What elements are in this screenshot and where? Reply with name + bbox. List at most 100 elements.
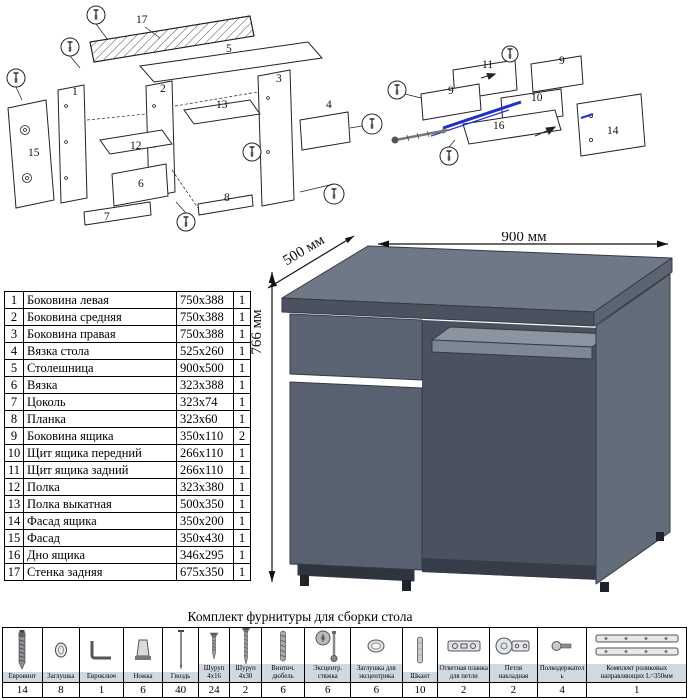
- shelf-pin-icon: [538, 628, 587, 664]
- parts-cell-num: 7: [4, 393, 24, 411]
- parts-cell-num: 9: [4, 427, 24, 445]
- hardware-item: Ответная планка для петли: [437, 627, 491, 683]
- desk-interior-floor: [422, 558, 600, 580]
- parts-cell-qty: 1: [233, 376, 251, 394]
- hex-key-icon: [80, 628, 123, 672]
- hardware-item: Винтич. дюбель: [260, 627, 306, 683]
- hardware-item-name: Гвоздь: [163, 672, 198, 682]
- hardware-item-qty: 10: [401, 682, 439, 698]
- hinge-plate-icon: [438, 628, 489, 664]
- part-number-label: 1: [72, 86, 78, 98]
- hardware-item: Евровинт: [2, 627, 43, 683]
- parts-cell-size: 750x388: [176, 325, 234, 343]
- parts-cell-qty: 1: [233, 359, 251, 377]
- desk-right-side-panel: [595, 273, 671, 585]
- parts-cell-size: 750x388: [176, 291, 234, 309]
- parts-cell-num: 16: [4, 546, 24, 564]
- parts-cell-qty: 1: [233, 563, 251, 581]
- parts-cell-size: 266x110: [176, 461, 234, 479]
- hardware-item-qty: 6: [350, 682, 403, 698]
- hardware-item-name: Шкант: [402, 672, 438, 682]
- part-plinth: [83, 201, 152, 226]
- hardware-item-qty: 24: [197, 682, 231, 698]
- hardware-item-qty: 6: [260, 682, 306, 698]
- parts-cell-name: Стенка задняя: [23, 563, 177, 581]
- parts-cell-num: 2: [4, 308, 24, 326]
- hardware-item-qty: 2: [489, 682, 538, 698]
- parts-cell-size: 350x200: [176, 512, 234, 530]
- dowel-screw-icon: [262, 628, 305, 664]
- part-number-label: 4: [326, 99, 332, 111]
- part-desktop: [139, 41, 323, 83]
- hardware-item-qty: 1: [586, 682, 687, 698]
- part-number-label: 3: [276, 73, 282, 85]
- leg-icon: [124, 628, 163, 672]
- parts-cell-size: 323x380: [176, 478, 234, 496]
- parts-cell-name: Боковина ящика: [23, 427, 177, 445]
- part-desk-tie: [299, 111, 351, 151]
- hardware-item-qty: 2: [437, 682, 491, 698]
- parts-cell-size: 323x60: [176, 410, 234, 428]
- parts-cell-size: 750x388: [176, 308, 234, 326]
- hardware-item-name: Шуруп 4x30: [230, 664, 261, 682]
- parts-cell-num: 5: [4, 359, 24, 377]
- parts-cell-qty: 1: [233, 461, 251, 479]
- parts-cell-num: 12: [4, 478, 24, 496]
- hardware-item: Шуруп 4x16: [197, 627, 231, 683]
- cam-cap-icon: [351, 628, 402, 664]
- parts-cell-name: Вязка стола: [23, 342, 177, 360]
- parts-cell-num: 14: [4, 512, 24, 530]
- parts-cell-size: 500x350: [176, 495, 234, 513]
- parts-cell-size: 675x350: [176, 563, 234, 581]
- part-pullout-shelf: [183, 99, 261, 125]
- hinge-icon: [490, 628, 537, 664]
- parts-cell-size: 350x430: [176, 529, 234, 547]
- hardware-item-name: Комплект роликовых направляющих L=350мм: [587, 664, 686, 682]
- hardware-callouts: [387, 45, 519, 166]
- cam-bolt-icon: [305, 628, 350, 664]
- parts-cell-name: Боковина левая: [23, 291, 177, 309]
- dimension-766-label: 766 мм: [249, 309, 265, 355]
- parts-cell-num: 6: [4, 376, 24, 394]
- parts-cell-size: 323x388: [176, 376, 234, 394]
- part-number-label: 10: [531, 92, 543, 104]
- hardware-item-name: Винтич. дюбель: [261, 664, 305, 682]
- hardware-item-name: Ножка: [123, 672, 163, 682]
- part-number-label: 15: [28, 147, 40, 159]
- hardware-item: Ножка: [122, 627, 164, 683]
- parts-cell-name: Боковина средняя: [23, 308, 177, 326]
- hardware-item: Комплект роликовых направляющих L=350мм: [586, 627, 687, 683]
- parts-cell-qty: 1: [233, 444, 251, 462]
- parts-cell-qty: 1: [233, 325, 251, 343]
- screw-icon: [199, 628, 229, 664]
- hardware-kit-title: Комплект фурнитуры для сборки стола: [187, 609, 413, 624]
- dimension-500-label: 500 мм: [280, 232, 327, 269]
- parts-cell-qty: 2: [233, 427, 251, 445]
- parts-cell-qty: 1: [233, 308, 251, 326]
- part-number-label: 13: [216, 99, 228, 111]
- hardware-item-name: Евровинт: [3, 672, 42, 682]
- wood-dowel-icon: [403, 628, 438, 672]
- parts-cell-name: Щит ящика задний: [23, 461, 177, 479]
- desk-legs: [300, 532, 664, 592]
- hardware-item: Шкант: [401, 627, 439, 683]
- hardware-item-qty: 40: [162, 682, 199, 698]
- door-front: [289, 381, 423, 571]
- parts-cell-size: 346x295: [176, 546, 234, 564]
- part-drawer-side-right: [530, 55, 584, 93]
- hardware-item-qty: 8: [41, 682, 81, 698]
